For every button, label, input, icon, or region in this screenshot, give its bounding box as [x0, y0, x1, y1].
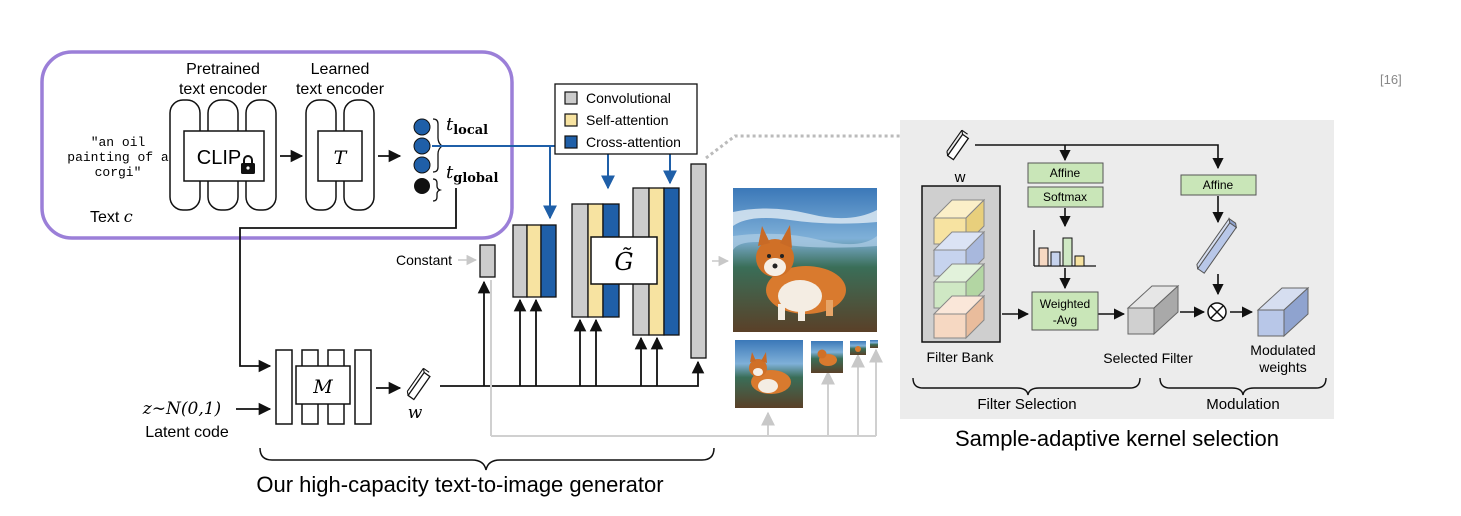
prompt-line-1: "an oil [91, 135, 146, 150]
generator-block-3 [632, 187, 680, 336]
t-label: T [334, 147, 348, 169]
output-image-large [733, 188, 877, 332]
learned-label-1: Learned [311, 61, 370, 78]
legend-swatch-convolutional [564, 91, 578, 105]
selected-filter-label: Selected Filter [1103, 350, 1193, 366]
affine-box-1 [1027, 162, 1104, 184]
output-image-xxsmall [870, 340, 878, 348]
constant-block [479, 244, 496, 278]
filter-selection-label: Filter Selection [977, 396, 1076, 413]
lock-icon [241, 155, 255, 174]
kernel-arrows [975, 144, 1254, 320]
constant-label: Constant [396, 252, 452, 268]
kernel-w-icon [946, 129, 970, 161]
modulation-vector-icon [1196, 217, 1238, 274]
prompt-line-3: corgi" [95, 165, 142, 180]
generator-g-box [590, 236, 658, 285]
modulation-label: Modulation [1206, 396, 1279, 413]
citation: [16] [1380, 72, 1402, 87]
learned-label-2: text encoder [296, 81, 385, 98]
generator-final-block [690, 163, 707, 359]
clip-label: CLIP [197, 147, 241, 169]
output-image-xsmall [850, 341, 866, 355]
generator-brace [259, 447, 715, 471]
generator-block-1 [512, 224, 557, 298]
legend-label-convolutional: Convolutional [586, 90, 671, 106]
t-global-brace [432, 178, 443, 202]
latent-formula: z∼N(0,1) [142, 399, 221, 419]
mapping-label: M [312, 376, 333, 398]
skip-connection-lines [490, 280, 883, 437]
legend-label-self-attention: Self-attention [586, 112, 669, 128]
t-global-label: tglobal [446, 162, 498, 186]
clip-encoder-block: CLIP [169, 99, 277, 211]
modulated-weights-cube [1256, 286, 1310, 338]
w-label: w [408, 403, 423, 423]
weighted-avg-box [1031, 291, 1099, 331]
legend-swatch-cross-attention [564, 135, 578, 149]
prompt-line-2: painting of a [67, 150, 169, 165]
legend: Convolutional Self-attention Cross-atten… [554, 83, 698, 155]
zoom-connector [705, 134, 921, 160]
output-image-small [811, 341, 843, 373]
modulation-brace [1159, 377, 1327, 396]
learned-encoder-block: T [305, 99, 375, 211]
affine-box-2 [1180, 174, 1257, 196]
kernel-caption: Sample-adaptive kernel selection [955, 426, 1279, 451]
global-to-mapping-line [239, 188, 457, 373]
filter-bank-label: Filter Bank [927, 349, 995, 365]
legend-swatch-self-attention [564, 113, 578, 127]
pretrained-label-1: Pretrained [186, 61, 260, 78]
filter-bank-cubes [932, 198, 986, 340]
weighted-avg-label-2: -Avg [1053, 313, 1077, 327]
t-local-label: tlocal [446, 114, 488, 138]
w-distribution-lines [440, 280, 705, 387]
kernel-w-label: w [954, 169, 966, 186]
multiply-icon [1207, 302, 1227, 322]
affine-label-2: Affine [1203, 178, 1234, 192]
filter-selection-brace [912, 377, 1141, 396]
pretrained-label-2: text encoder [179, 81, 268, 98]
generator-g-label: G̃ [614, 248, 633, 276]
latent-label: Latent code [145, 424, 229, 441]
modulated-label-2: weights [1258, 359, 1306, 375]
mapping-network: M [275, 349, 372, 425]
legend-label-cross-attention: Cross-attention [586, 134, 681, 150]
selected-filter-cube [1126, 284, 1180, 336]
softmax-box [1027, 186, 1104, 208]
text-c-label: Text c [90, 207, 133, 226]
weighted-avg-label-1: Weighted [1040, 297, 1090, 311]
token-embeddings [413, 118, 431, 194]
affine-label-1: Affine [1050, 166, 1081, 180]
softmax-histogram [1033, 230, 1096, 267]
modulated-label-1: Modulated [1250, 342, 1315, 358]
softmax-label: Softmax [1043, 190, 1087, 204]
generator-caption: Our high-capacity text-to-image generato… [256, 472, 663, 497]
w-vector-icon [406, 367, 431, 401]
output-image-medium [735, 340, 803, 408]
